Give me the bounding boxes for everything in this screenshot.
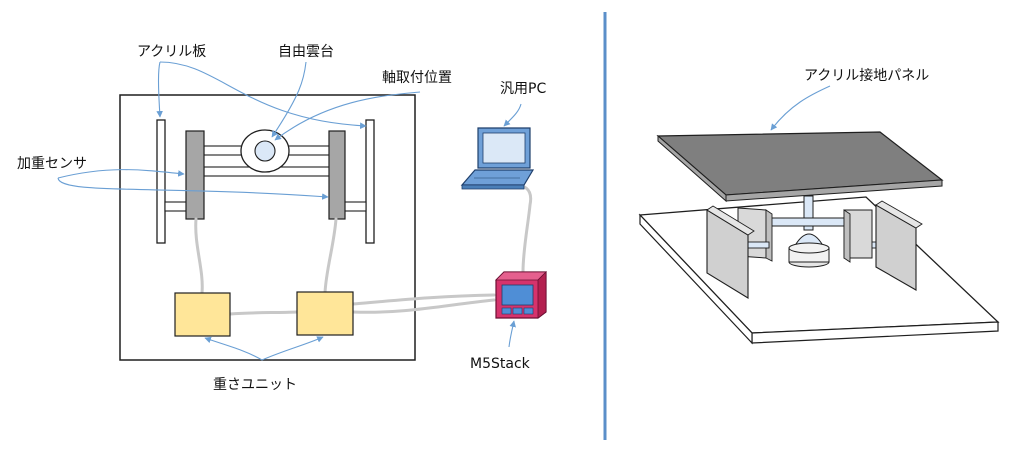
- connector-left: [164, 201, 188, 212]
- load-sensor-left: [185, 130, 205, 220]
- callouts-left: [57, 61, 522, 361]
- label-acrylic-plate: アクリル板: [137, 44, 206, 60]
- label-pc: 汎用PC: [500, 81, 546, 97]
- crossbar: [763, 217, 855, 227]
- label-accel-sensor: 加重センサ: [17, 156, 87, 172]
- label-acrylic-panel: アクリル接地パネル: [804, 67, 929, 84]
- acrylic-plate-right: [365, 119, 375, 244]
- callout-acrylic-panel: [770, 85, 831, 131]
- acrylic-plate-left: [156, 119, 166, 244]
- cable-unit-to-m5-b: [351, 298, 496, 314]
- gimbal-inner: [254, 140, 276, 162]
- cable-sensor-left: [194, 217, 204, 295]
- laptop-icon: [460, 127, 535, 190]
- label-weight-unit: 重さユニット: [213, 377, 297, 393]
- label-gimbal: 自由雲台: [278, 44, 334, 60]
- weight-unit-right: [296, 291, 354, 336]
- cable-unit-to-m5-a: [351, 293, 496, 306]
- base-plate-edge-left: [639, 213, 753, 345]
- weight-unit-left: [174, 292, 231, 337]
- pillar: [803, 195, 814, 231]
- m5stack-icon: [495, 271, 547, 319]
- load-sensor-right: [328, 130, 346, 220]
- label-shaft-mount: 軸取付位置: [382, 70, 452, 86]
- connector-right: [343, 201, 367, 212]
- label-m5stack: M5Stack: [470, 356, 531, 372]
- cable-unit-to-unit: [228, 310, 299, 316]
- cable-m5-to-pc: [518, 183, 533, 274]
- left-schematic: アクリル板 自由雲台 軸取付位置 汎用PC 加重センサ 重さユニット M5Sta…: [17, 44, 547, 393]
- cable-sensor-right: [323, 217, 338, 295]
- right-perspective: アクリル接地パネル: [638, 67, 1000, 345]
